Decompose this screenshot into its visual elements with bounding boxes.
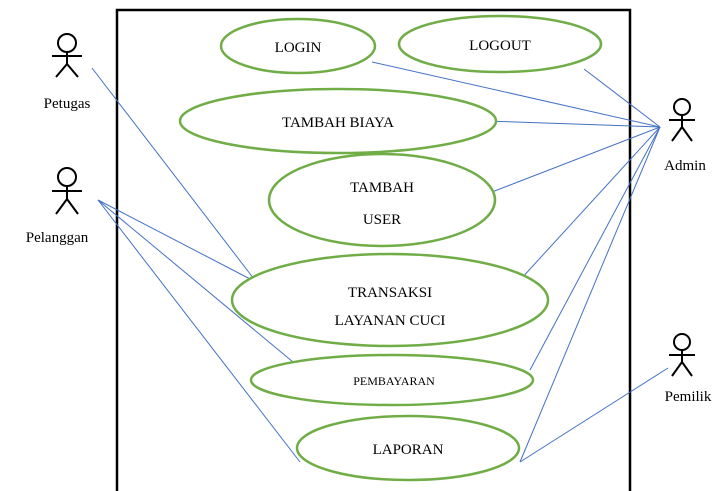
use-case-transaksi-label-line2: LAYANAN CUCI — [335, 313, 446, 329]
line-admin-logout — [583, 68, 661, 128]
use-case-login-ellipse — [219, 17, 377, 75]
use-case-login-label: LOGIN — [275, 40, 322, 56]
use-case-pembayaran-ellipse — [249, 353, 535, 407]
use-case-laporan-label: LAPORAN — [373, 442, 444, 458]
use-case-transaksi-ellipse — [230, 252, 550, 348]
actor-admin-icon — [669, 98, 695, 142]
use-case-pembayaran-label: PEMBAYARAN — [353, 374, 435, 388]
use-case-laporan-ellipse — [295, 414, 521, 482]
line-admin-laporan — [519, 126, 661, 463]
line-petugas-transaksi — [91, 67, 255, 280]
line-pelanggan-transaksi — [97, 199, 253, 281]
line-admin-tambah-biaya — [485, 120, 661, 128]
association-lines — [91, 61, 669, 463]
actor-pelanggan-label: Pelanggan — [26, 230, 89, 246]
system-boundary — [115, 8, 632, 491]
use-case-logout-ellipse — [397, 14, 603, 74]
line-pelanggan-laporan — [97, 199, 301, 463]
line-pelanggan-pembayaran — [97, 199, 294, 363]
line-admin-pembayaran — [529, 126, 661, 371]
use-case-tambah-biaya-label: TAMBAH BIAYA — [282, 115, 394, 131]
actor-petugas-icon — [52, 33, 82, 78]
line-admin-login — [371, 61, 661, 128]
actor-admin-label: Admin — [664, 158, 706, 174]
actor-pelanggan-icon — [52, 167, 82, 215]
use-case-transaksi-label-line1: TRANSAKSI — [348, 285, 432, 301]
use-case-tambah-biaya-ellipse — [178, 87, 498, 155]
actor-pemilik-label: Pemilik — [665, 389, 712, 405]
use-case-tambah-user-label-line1: TAMBAH — [350, 180, 414, 196]
use-case-logout-label: LOGOUT — [469, 38, 531, 54]
line-admin-tambah-user — [491, 126, 661, 193]
line-admin-transaksi — [519, 126, 661, 281]
use-case-tambah-user-ellipse — [267, 152, 497, 248]
actor-pemilik-icon — [669, 333, 695, 377]
use-case-tambah-user-label-line2: USER — [363, 212, 401, 228]
actor-petugas-label: Petugas — [44, 96, 91, 112]
line-pemilik-laporan — [519, 367, 669, 463]
